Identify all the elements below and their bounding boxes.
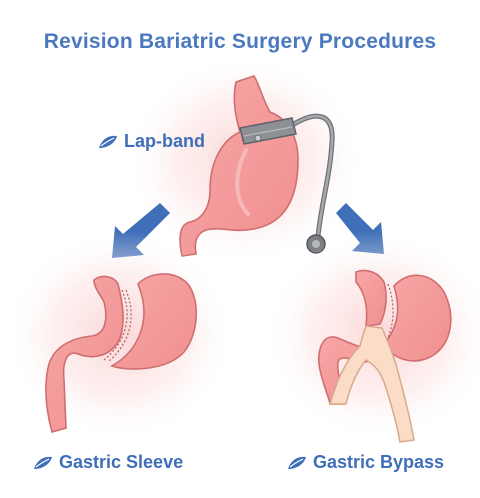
gastric-sleeve-illustration	[5, 230, 235, 440]
band-tube-highlight	[292, 114, 334, 238]
gastric-band	[239, 117, 297, 145]
lap-band-text: Lap-band	[124, 131, 205, 151]
roux-limb	[328, 325, 415, 443]
leaf-icon	[99, 135, 117, 148]
staple-line	[103, 289, 128, 361]
sleeve-stomach	[45, 275, 124, 433]
gastric-sleeve-label: Gastric Sleeve	[33, 452, 183, 473]
lap-band-illustration	[125, 55, 365, 265]
gastric-bypass-illustration	[265, 230, 480, 443]
remnant-stomach	[383, 274, 452, 362]
gastric-bypass-label: Gastric Bypass	[287, 452, 444, 473]
leaf-icon	[34, 456, 52, 469]
staple-line	[385, 283, 394, 343]
gastric-bypass-text: Gastric Bypass	[313, 452, 445, 472]
diagram-title: Revision Bariatric Surgery Procedures	[43, 30, 437, 53]
stomach-highlight	[235, 148, 250, 216]
removed-stomach-portion	[110, 273, 198, 370]
leaf-icon	[288, 456, 306, 469]
lap-band-label: Lap-band	[98, 131, 205, 152]
gastric-sleeve-text: Gastric Sleeve	[59, 452, 184, 472]
stomach-pouch	[355, 269, 387, 327]
